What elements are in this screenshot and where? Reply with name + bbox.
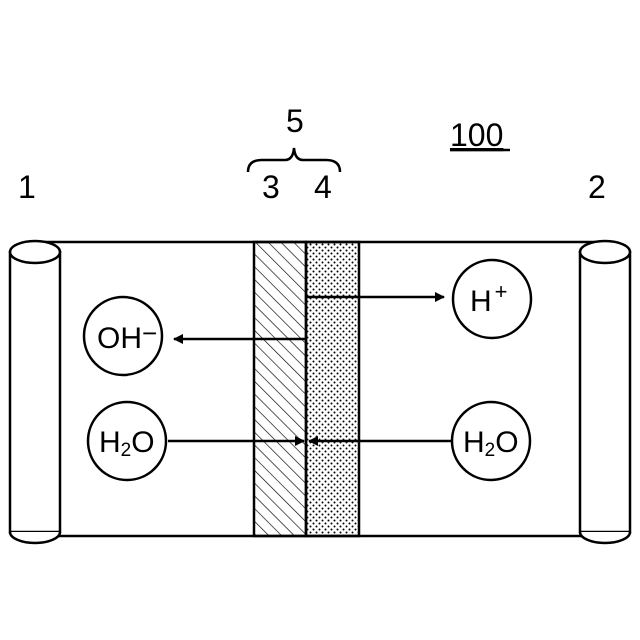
ion-hydroxide: OH− <box>84 297 162 375</box>
electrode-left <box>10 241 60 543</box>
label-electrode-left: 1 <box>18 169 36 205</box>
label-layer-4: 4 <box>314 169 332 205</box>
label-layer-3: 3 <box>262 169 280 205</box>
label-membrane: 5 <box>286 103 304 139</box>
ion-water-left: H2O <box>88 402 166 480</box>
ion-water-right: H2O <box>452 402 530 480</box>
layer-4-dotted <box>306 242 359 536</box>
label-device: 100 <box>450 117 503 153</box>
ion-proton: H+ <box>453 260 531 338</box>
electrode-right <box>580 241 630 543</box>
label-electrode-right: 2 <box>588 169 606 205</box>
layer-3-hatched <box>254 242 306 536</box>
